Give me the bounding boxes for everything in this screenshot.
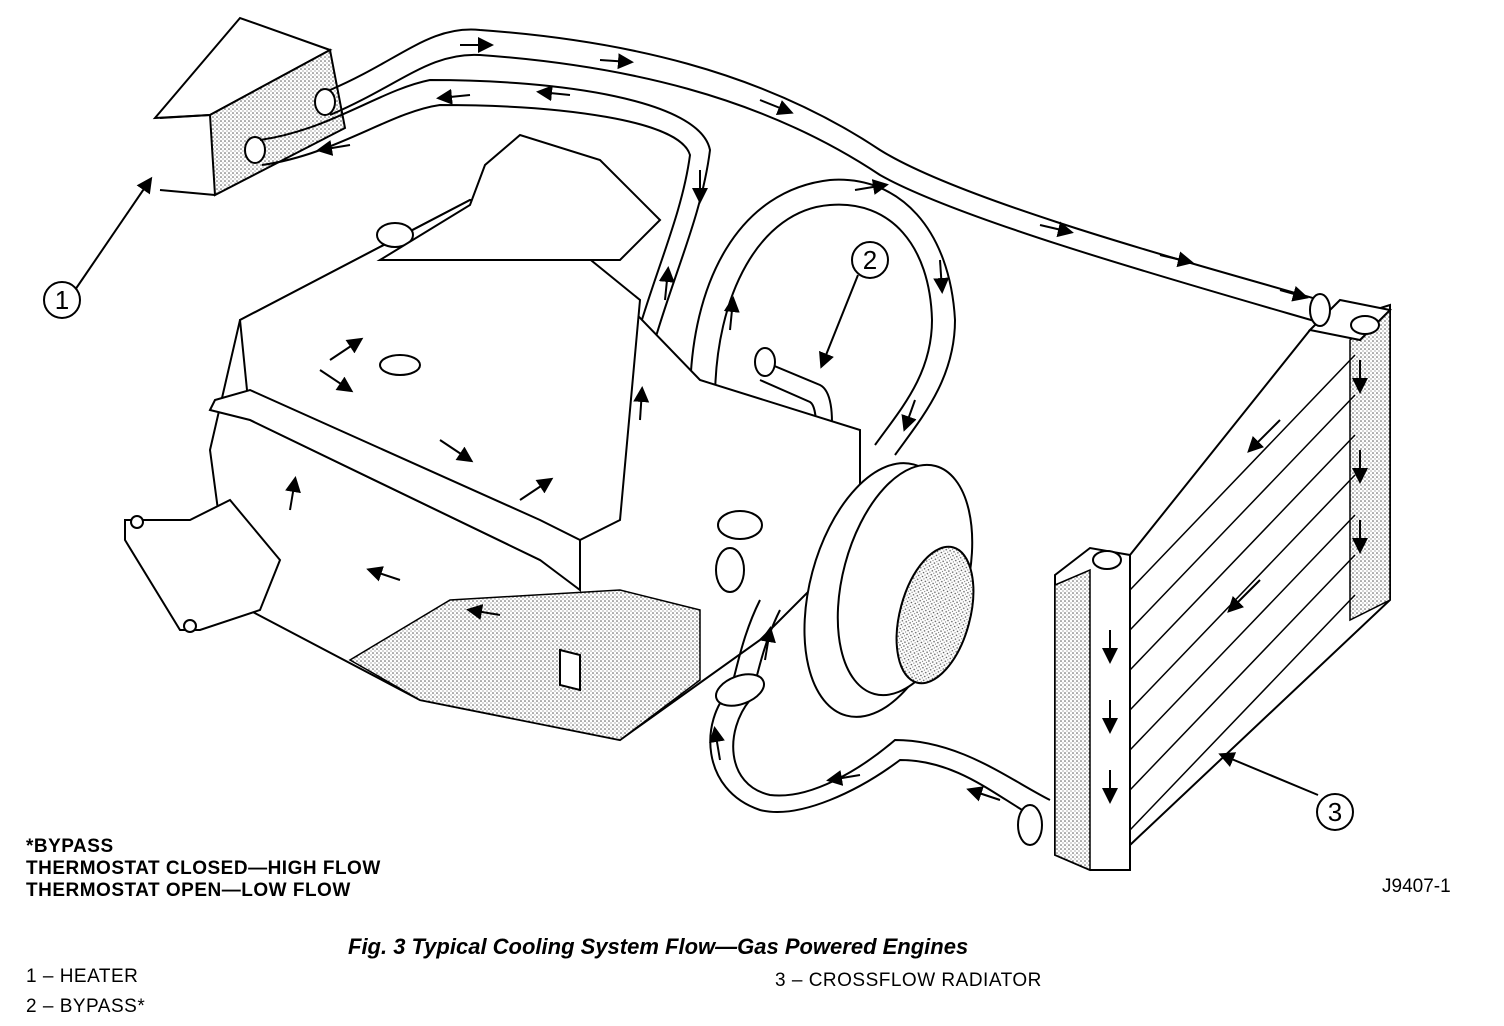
crossflow-radiator — [1054, 293, 1393, 872]
callout-3: 3 — [1327, 797, 1343, 827]
legend-item-bypass: 2 – BYPASS* — [26, 996, 146, 1017]
flow-arrows — [285, 37, 1368, 804]
bypass-note-closed: THERMOSTAT CLOSED—HIGH FLOW — [26, 858, 381, 879]
callout-leaders — [43, 176, 1354, 831]
water-pump — [715, 462, 975, 718]
lower-hose — [709, 599, 1051, 846]
figure-caption: Fig. 3 Typical Cooling System Flow—Gas P… — [348, 934, 969, 959]
callout-1: 1 — [54, 285, 70, 315]
bypass-note-title: *BYPASS — [26, 836, 114, 857]
figure-code: J9407-1 — [1382, 876, 1451, 897]
legend-item-heater: 1 – HEATER — [26, 966, 139, 987]
engine-block — [124, 133, 861, 742]
bypass-note-open: THERMOSTAT OPEN—LOW FLOW — [26, 880, 351, 901]
callout-2: 2 — [862, 245, 878, 275]
heater-core — [152, 16, 347, 197]
legend-item-radiator: 3 – CROSSFLOW RADIATOR — [775, 970, 1042, 991]
